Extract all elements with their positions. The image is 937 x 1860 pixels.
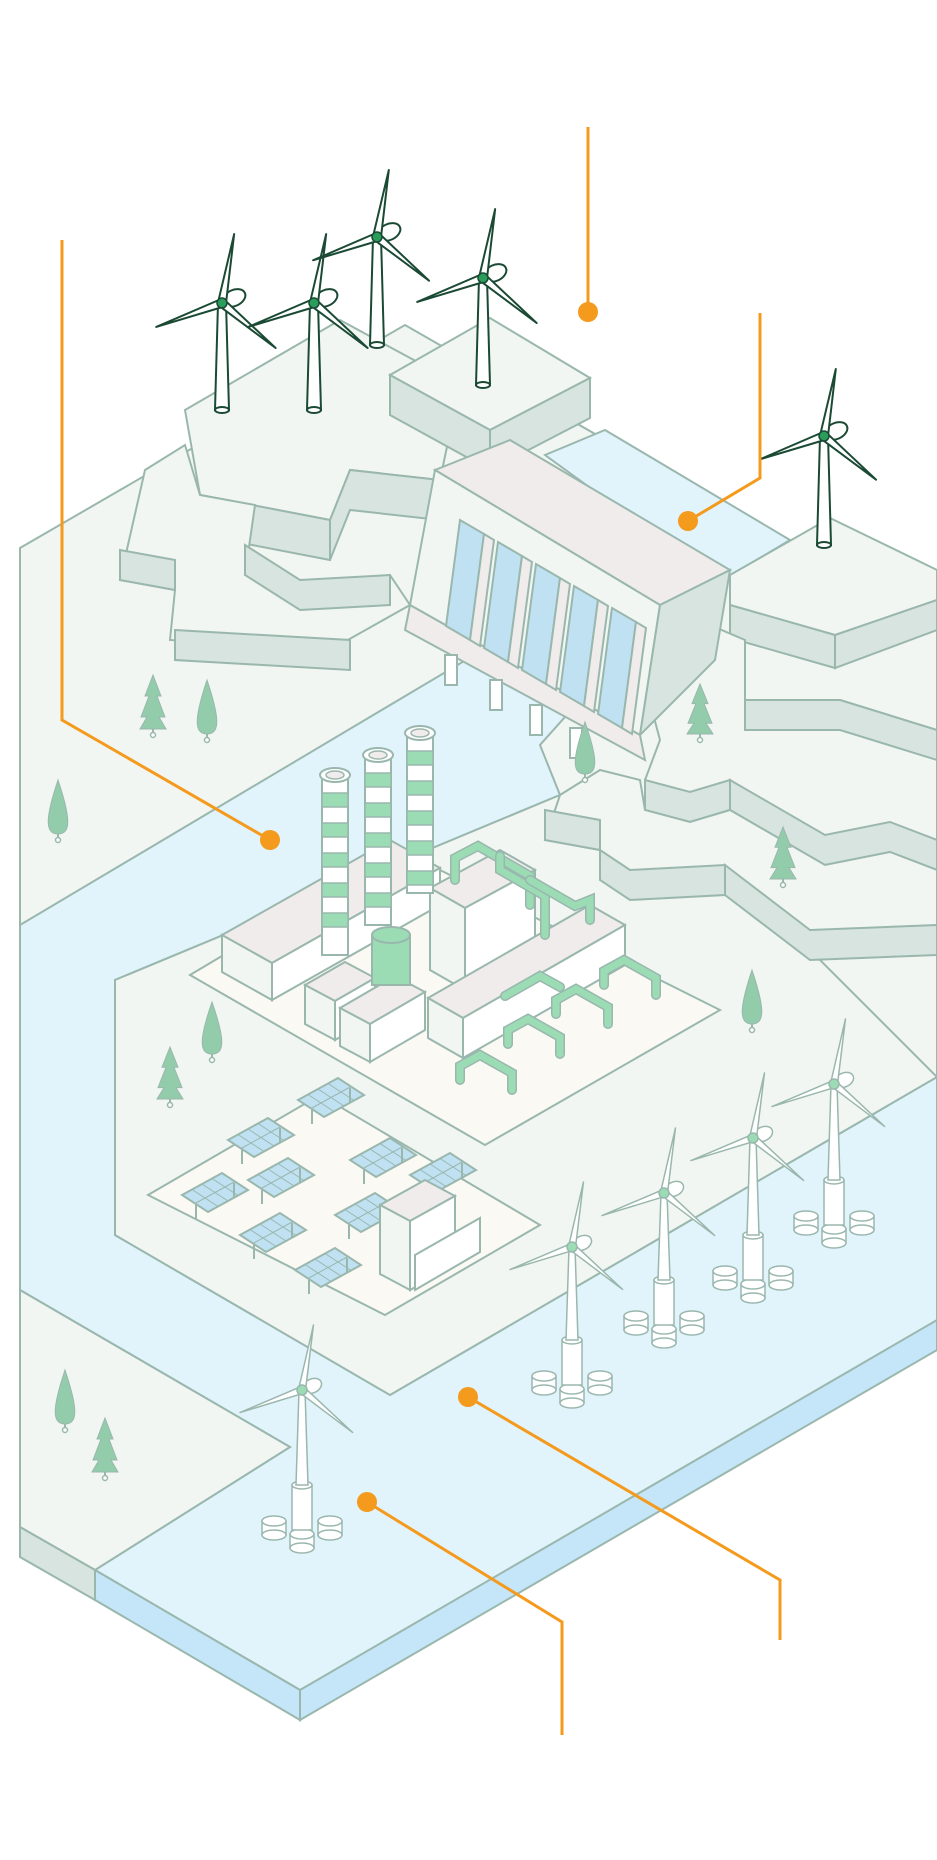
solar-farm: [145, 1076, 542, 1317]
tree-icon: [139, 673, 167, 739]
chimney: [362, 747, 394, 926]
callout-onshore-wind: [60, 240, 280, 850]
factory-tank-top: [371, 926, 411, 944]
spillway-pier: [506, 554, 534, 670]
chimney: [404, 725, 436, 894]
wind-turbine-icon: [416, 208, 538, 389]
callout-hydro-peak: [578, 127, 598, 322]
callout-hydro-reservoir: [678, 313, 762, 531]
solar-panel-icon: [180, 1171, 250, 1219]
solar-panel-icon: [348, 1136, 418, 1184]
tree-icon: [156, 1045, 184, 1109]
callout-lines: [60, 127, 782, 1735]
spillway-pier: [582, 598, 610, 714]
tree-icon: [196, 678, 218, 744]
wind-turbine-icon: [759, 368, 878, 549]
tree-icon: [741, 968, 763, 1034]
hill-tier-right-low-side-3: [724, 862, 937, 962]
solar-building-front: [379, 1203, 411, 1292]
factory-pipes: [450, 840, 661, 1095]
solar-panel-icon: [226, 1116, 296, 1164]
solar-building-annex: [414, 1216, 481, 1292]
hill-tier-mid-left-side-2: [174, 628, 351, 672]
tree-icon: [686, 682, 714, 744]
wind-turbine-icon: [312, 169, 431, 349]
tree-icon: [201, 1000, 223, 1064]
thermal-power-plant-icon: [188, 725, 723, 1147]
spillway-pier: [620, 620, 648, 736]
hill-tier-mid-left-side-3: [244, 543, 391, 612]
factory-chimneys: [319, 725, 436, 956]
dam-side: [638, 568, 732, 738]
trees: [47, 673, 797, 1482]
dam-leg: [444, 654, 458, 686]
dam-legs: [444, 654, 583, 759]
wind-turbine-icon: [247, 233, 369, 414]
solar-panel-icon: [293, 1246, 363, 1294]
hill-tier-mid-left-side: [119, 548, 176, 592]
wind-turbine-icon: [155, 233, 277, 414]
hill-tier-right-mid-side: [744, 699, 937, 762]
dam-leg: [529, 704, 543, 736]
solar-panel-icon: [246, 1156, 316, 1204]
tree-icon: [47, 778, 69, 844]
dam-spillways: [444, 518, 648, 736]
offshore-wind-turbine-icon: [509, 1181, 624, 1409]
callout-coastal-water: [357, 1492, 564, 1735]
offshore-wind-turbine-icon: [690, 1072, 805, 1304]
spillway-pier: [544, 576, 572, 692]
tree-icon: [769, 825, 797, 889]
spillway-pier: [468, 532, 496, 648]
onshore-wind-farm: [155, 169, 878, 549]
factory-annex-front: [339, 1006, 371, 1064]
callout-offshore-wind: [458, 1387, 782, 1640]
offshore-wind-turbine-icon: [771, 1018, 886, 1249]
solar-panel-icon: [238, 1211, 308, 1259]
chimney: [319, 767, 351, 956]
tree-icon: [574, 720, 596, 784]
base-side-right-water: [299, 1318, 937, 1722]
tree-icon: [91, 1416, 119, 1482]
tree-icon: [54, 1368, 76, 1434]
hydro-dam-icon: [403, 438, 733, 762]
offshore-wind-turbine-icon: [239, 1324, 354, 1554]
offshore-wind-turbine-icon: [601, 1127, 716, 1349]
offshore-wind-farm: [239, 1018, 886, 1554]
dam-leg: [489, 679, 503, 711]
solar-panel-icon: [296, 1076, 366, 1124]
hill-tier-right-top-side-2: [834, 598, 937, 670]
